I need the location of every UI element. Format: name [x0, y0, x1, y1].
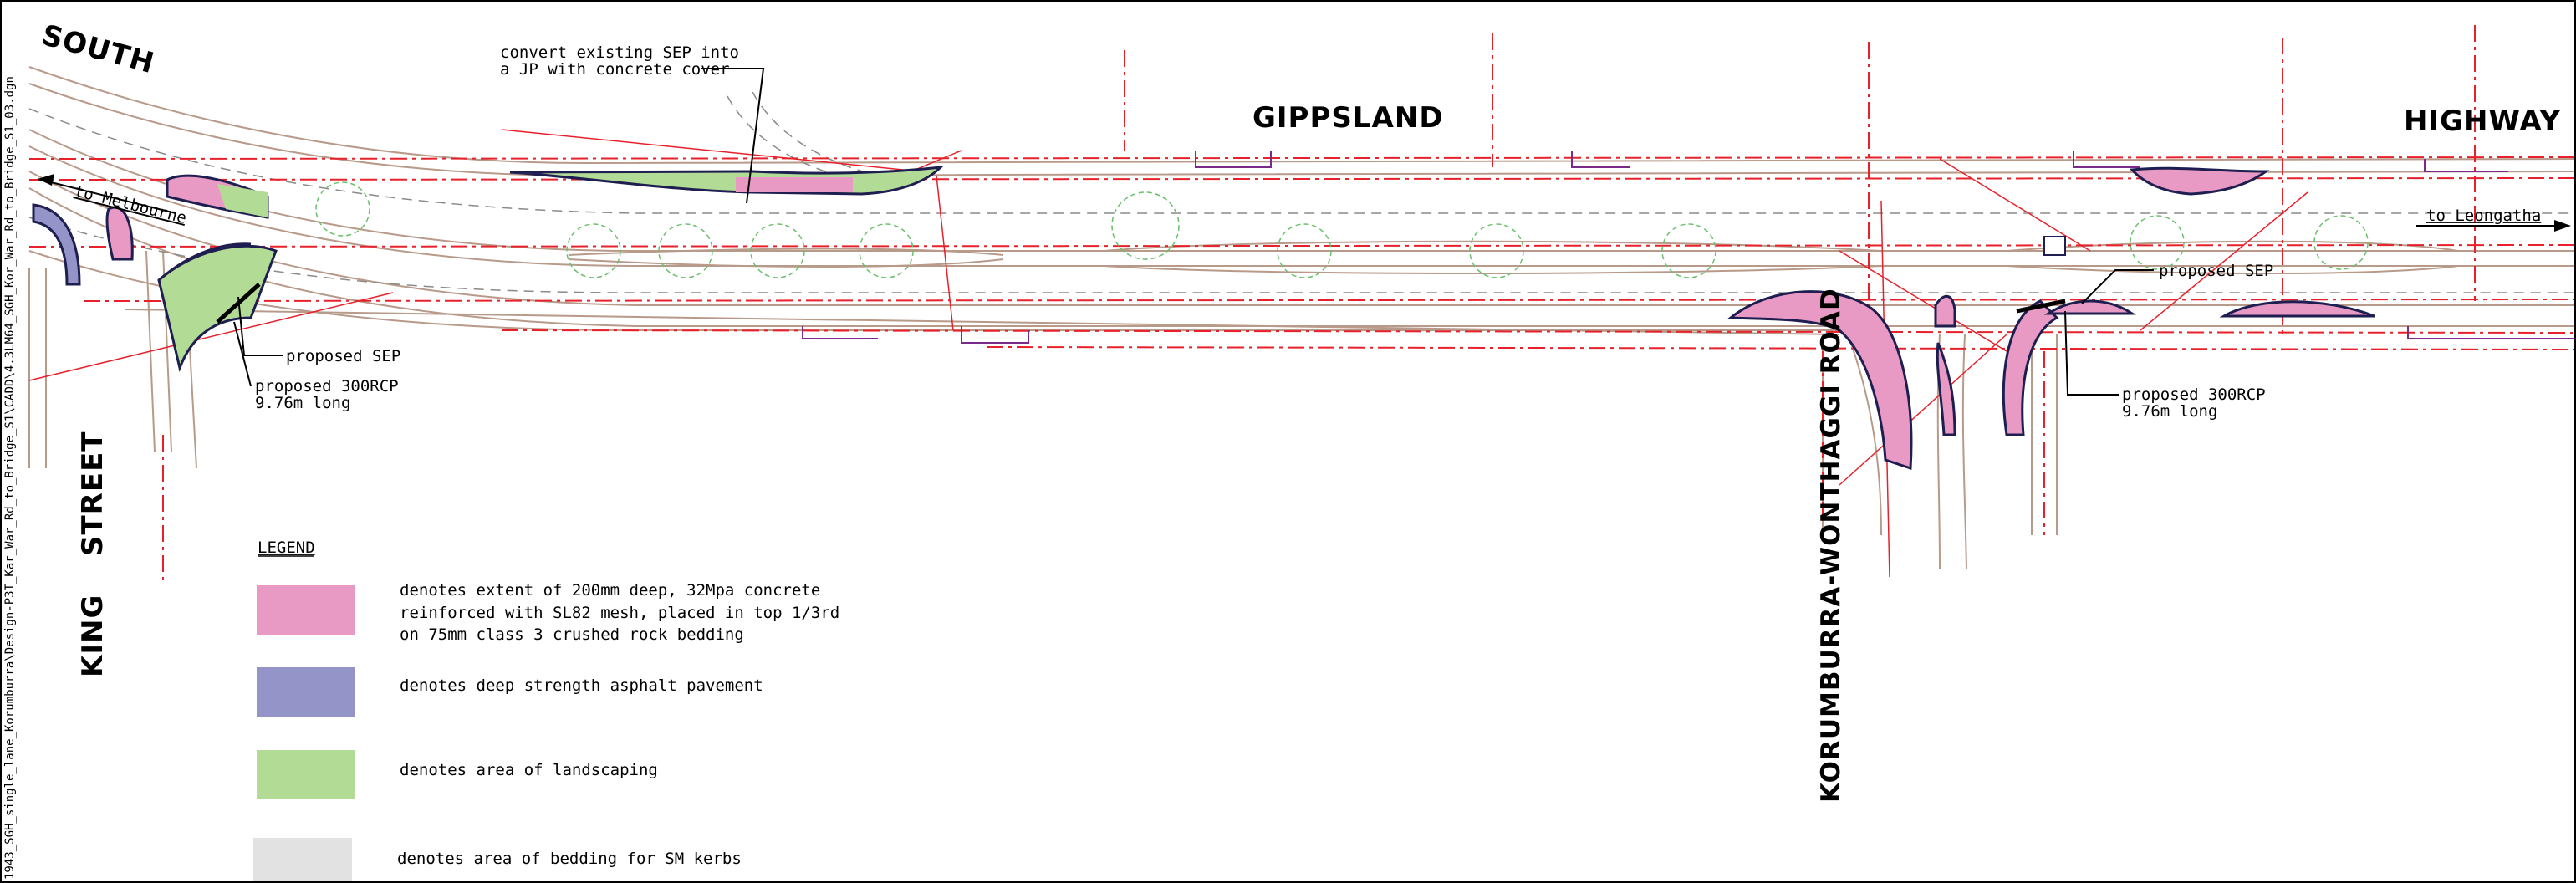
- island-right-mid: [2044, 299, 2136, 315]
- label-korumburra-wonthaggi: KORUMBURRA-WONTHAGGI ROAD: [1816, 288, 1846, 803]
- kw-right-outstand: [2002, 299, 2059, 436]
- legend-title: LEGEND: [258, 538, 315, 557]
- kw-left-outstand: [1727, 290, 1913, 471]
- tree-symbols: [315, 181, 2369, 278]
- king-st-island: [105, 206, 134, 261]
- label-south: SOUTH: [38, 18, 158, 80]
- legend-concrete-line3: on 75mm class 3 crushed rock bedding: [400, 625, 744, 644]
- convert-note-line2: a JP with concrete cover: [500, 60, 730, 79]
- road-edge-lines: [28, 66, 2576, 569]
- proposed-sep-left: proposed SEP: [286, 347, 400, 365]
- file-path-text: 1943_SGH_single_lane_Korumburra\Design-P…: [3, 76, 17, 880]
- island-right-far: [2219, 300, 2375, 318]
- traffic-island-small: [2043, 236, 2066, 256]
- king-st-corner: [157, 244, 278, 373]
- king-st-outstand: [32, 203, 81, 286]
- proposed-rcp-left-line1: proposed 300RCP: [255, 377, 399, 396]
- legend-concrete-line2: reinforced with SL82 mesh, placed in top…: [400, 604, 839, 622]
- legend-swatch-bedding: [253, 838, 352, 883]
- legend-swatch-landscaping: [257, 750, 355, 799]
- convert-note-line1: convert existing SEP into: [500, 43, 739, 62]
- arrow-left-icon: [38, 174, 54, 186]
- median-concrete: [736, 177, 853, 192]
- treatment-areas: [32, 166, 2375, 471]
- label-highway: HIGHWAY: [2404, 105, 2561, 138]
- proposed-rcp-left-line2: 9.76m long: [255, 394, 350, 412]
- label-gippsland: GIPPSLAND: [1252, 101, 1444, 135]
- legend-concrete-line1: denotes extent of 200mm deep, 32Mpa conc…: [400, 581, 820, 600]
- median-landscaping: [509, 166, 945, 196]
- island-right-top: [2129, 166, 2270, 196]
- label-street: STREET: [76, 431, 110, 556]
- annotations: convert existing SEP into a JP with conc…: [216, 43, 2273, 421]
- setout-solid-lines: [28, 129, 2308, 578]
- legend-bedding-text: denotes area of bedding for SM kerbs: [397, 850, 742, 868]
- arrow-right-icon: [2554, 220, 2571, 232]
- legend: LEGEND denotes extent of 200mm deep, 32M…: [253, 538, 839, 883]
- property-boundaries: [802, 151, 2576, 344]
- proposed-rcp-right-line1: proposed 300RCP: [2122, 385, 2266, 404]
- legend-landscaping-text: denotes area of landscaping: [400, 761, 658, 779]
- kw-island: [1934, 294, 1956, 328]
- proposed-rcp-right-line2: 9.76m long: [2122, 402, 2217, 421]
- proposed-sep-right: proposed SEP: [2159, 262, 2273, 280]
- to-leongatha-text: to Leongatha: [2426, 207, 2541, 225]
- legend-swatch-asphalt: [257, 667, 355, 717]
- label-king: KING: [76, 595, 110, 677]
- legend-swatch-concrete: [257, 585, 355, 635]
- legend-asphalt-text: denotes deep strength asphalt pavement: [400, 676, 763, 695]
